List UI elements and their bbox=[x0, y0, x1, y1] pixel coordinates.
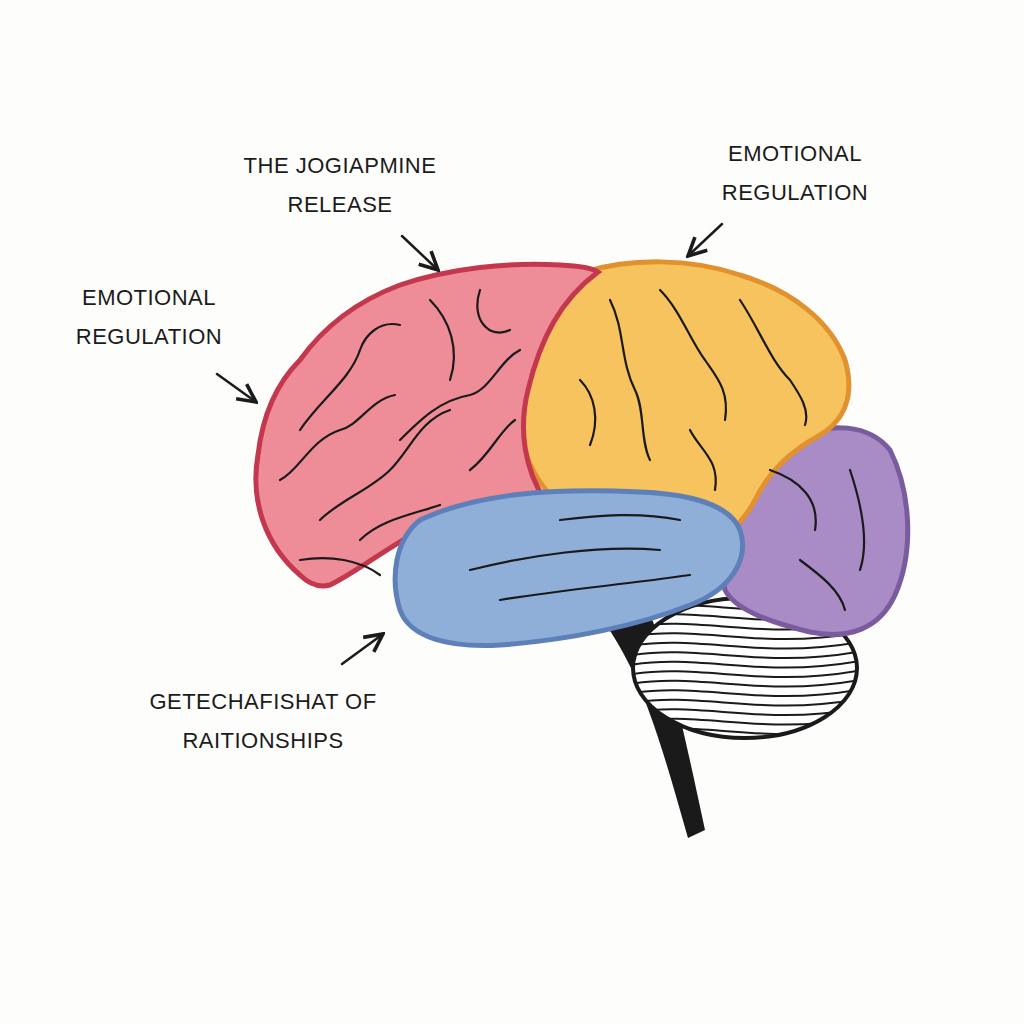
callout-label: EMOTIONAL REGULATION bbox=[680, 134, 910, 212]
callout-label: GETECHAFISHAT OF RAITIONSHIPS bbox=[128, 682, 398, 760]
temporal-lobe bbox=[395, 491, 742, 646]
sulci bbox=[280, 290, 864, 610]
callout-label: EMOTIONAL REGULATION bbox=[34, 278, 264, 356]
callout-label: THE JOGIAPMINE RELEASE bbox=[222, 146, 458, 224]
leader-arrows bbox=[217, 224, 722, 664]
